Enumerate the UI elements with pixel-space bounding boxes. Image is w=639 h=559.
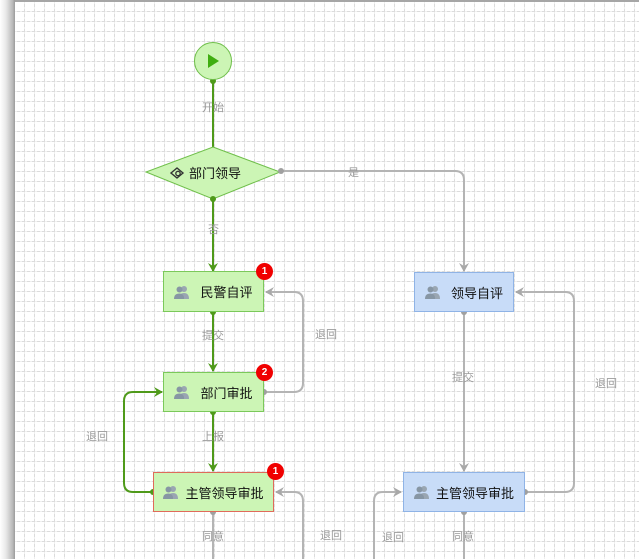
edge-label-agree-left: 同意 (202, 530, 224, 543)
badge-count: 1 (267, 463, 284, 480)
edge-label-yes: 是 (348, 166, 359, 179)
play-icon (208, 54, 219, 68)
edge-return-left-1[interactable] (264, 287, 304, 393)
gateway-icon (170, 166, 185, 179)
task-node-dept-approval[interactable]: 部门审批 (163, 372, 264, 412)
task-node-supervisor-approval-left[interactable]: 主管领导审批 (153, 472, 274, 512)
node-label: 领导自评 (450, 286, 503, 302)
edge-return-left-3[interactable] (275, 487, 304, 559)
edge-label-return-left-1: 退回 (315, 328, 337, 341)
edge-port (210, 196, 216, 202)
start-node[interactable] (194, 42, 232, 80)
edge-port (278, 168, 284, 174)
edge-label-submit-right: 提交 (452, 371, 474, 384)
node-label: 主管领导审批 (435, 486, 514, 502)
workflow-canvas[interactable] (15, 2, 639, 559)
badge-count: 1 (256, 263, 273, 280)
edge-label-no: 否 (208, 223, 219, 236)
users-icon (174, 285, 190, 299)
edge-decision-yes[interactable] (281, 170, 469, 272)
node-label: 民警自评 (200, 286, 253, 301)
users-icon (163, 485, 179, 499)
users-icon (424, 285, 441, 299)
edge-label-return-left-2: 退回 (86, 430, 108, 443)
edge-label-start: 开始 (202, 101, 224, 114)
edge-label-submit-left: 提交 (202, 329, 224, 342)
node-label: 部门审批 (200, 386, 253, 402)
edge-return-right-2[interactable] (373, 487, 402, 559)
edge-label-return-right-1: 退回 (595, 377, 617, 390)
canvas-shadow (0, 0, 15, 559)
edge-label-return-right-2: 退回 (382, 531, 404, 544)
task-node-police-self-eval[interactable]: 民警自评 (163, 271, 264, 312)
decision-node-label[interactable]: 部门领导 (170, 163, 241, 182)
edge-return-left-2[interactable] (123, 387, 163, 493)
node-label: 主管领导审批 (185, 486, 264, 502)
task-node-leader-self-eval[interactable]: 领导自评 (414, 272, 514, 312)
badge-count: 2 (256, 364, 273, 381)
task-node-supervisor-approval-right[interactable]: 主管领导审批 (403, 472, 525, 512)
canvas-top-border (15, 0, 639, 2)
edge-label-report: 上报 (202, 430, 224, 443)
decision-label: 部门领导 (189, 167, 242, 182)
users-icon (174, 385, 190, 399)
edge-label-return-left-3: 退回 (320, 529, 342, 542)
edge-label-agree-right: 同意 (452, 530, 474, 543)
edge-return-right-1[interactable] (515, 287, 575, 493)
users-icon (413, 485, 430, 499)
